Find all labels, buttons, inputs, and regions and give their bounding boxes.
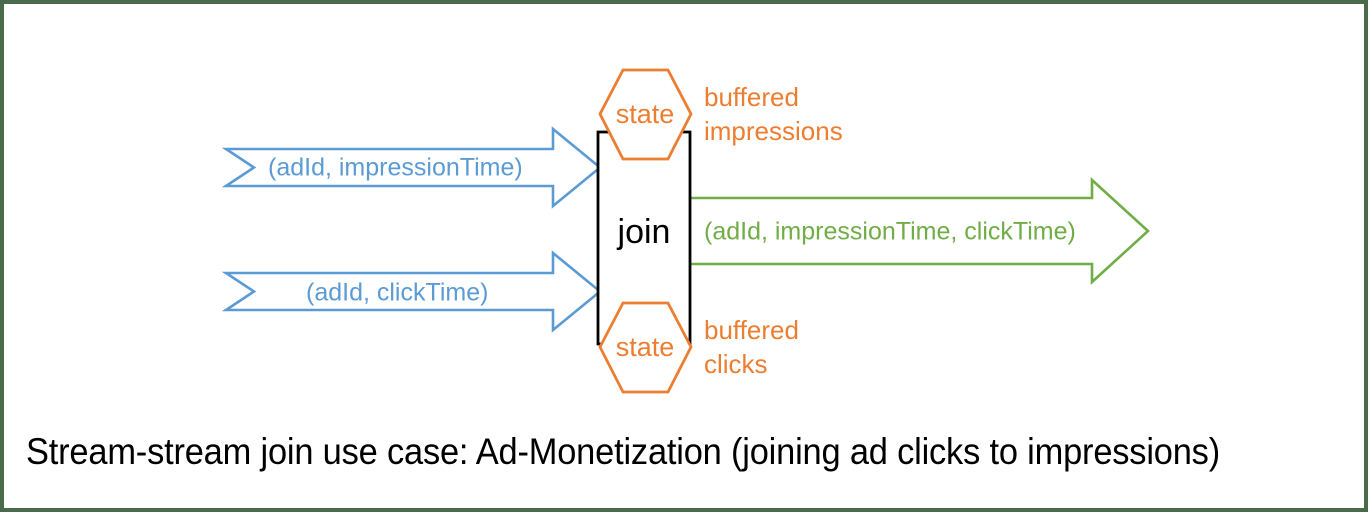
input-stream-label-impressions: (adId, impressionTime): [268, 154, 523, 182]
input-stream-arrow-clicks: (adId, clickTime): [221, 250, 603, 333]
state-hexagon-bottom-label: state: [616, 332, 675, 362]
state-store-buffered-impressions: state buffered impressions: [598, 68, 843, 161]
state-annotation-bottom-line2: clicks: [704, 349, 768, 379]
state-hexagon-top: [598, 68, 693, 161]
join-processor-label: join: [617, 213, 671, 251]
state-store-buffered-clicks: state buffered clicks: [598, 301, 799, 394]
diagram-caption: Stream-stream join use case: Ad-Monetiza…: [26, 431, 1220, 472]
state-annotation-top-line2: impressions: [704, 116, 843, 146]
state-annotation-top-line1: buffered: [704, 82, 799, 112]
state-hexagon-top-label: state: [616, 99, 675, 129]
output-stream-label-joined: (adId, impressionTime, clickTime): [704, 218, 1076, 246]
input-stream-arrow-impressions: (adId, impressionTime): [221, 126, 603, 209]
input-stream-label-clicks: (adId, clickTime): [306, 279, 488, 307]
blue-arrow-top-shape: [221, 126, 603, 209]
state-hexagon-bottom: [598, 301, 693, 394]
stream-join-diagram: (adId, impressionTime) (adId, clickTime)…: [221, 68, 1150, 394]
blue-arrow-bottom-shape: [221, 250, 603, 333]
green-arrow-shape: [690, 177, 1150, 285]
state-annotation-bottom-line1: buffered: [704, 315, 799, 345]
output-stream-arrow-joined: (adId, impressionTime, clickTime): [690, 177, 1150, 285]
